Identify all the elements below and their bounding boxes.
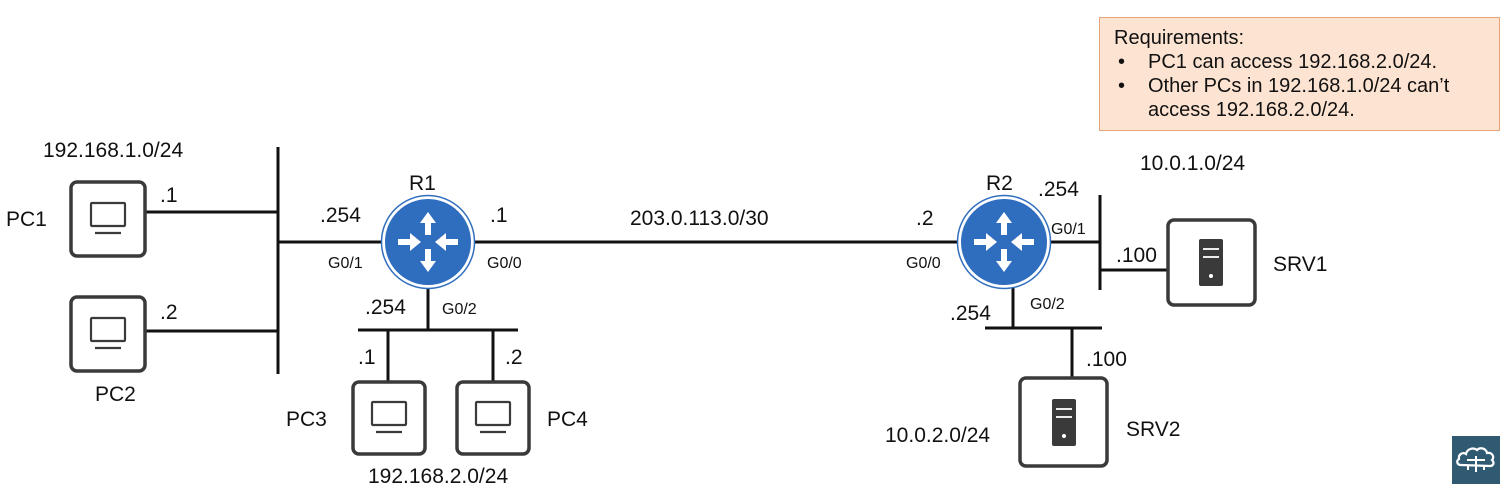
pc3-icon[interactable] <box>351 380 427 456</box>
r2-g0-2-name-label: G0/2 <box>1030 296 1065 313</box>
r1-g0-1-ip-label: .254 <box>320 204 361 227</box>
lan1-network-label: 192.168.1.0/24 <box>43 139 183 162</box>
r2-g0-1-ip-label: .254 <box>1038 178 1079 201</box>
r2-g0-2-ip-label: .254 <box>950 302 991 325</box>
srv1-icon[interactable] <box>1166 218 1257 307</box>
srv2-icon[interactable] <box>1018 376 1109 468</box>
r1-router-icon[interactable] <box>380 194 476 290</box>
srv2-label: SRV2 <box>1126 418 1180 441</box>
pc3-label: PC3 <box>286 408 327 431</box>
r1-g0-0-ip-label: .1 <box>490 204 508 227</box>
pc1-label: PC1 <box>6 208 47 231</box>
pc1-host-label: .1 <box>160 184 178 207</box>
r2-label: R2 <box>986 172 1013 195</box>
r1-g0-0-name-label: G0/0 <box>487 255 522 272</box>
requirements-note: Requirements: PC1 can access 192.168.2.0… <box>1099 17 1500 131</box>
r2-router-icon[interactable] <box>956 194 1052 290</box>
r1-label: R1 <box>409 172 436 195</box>
cloud-network-icon <box>1452 436 1500 484</box>
requirement-item: Other PCs in 192.168.1.0/24 can’t access… <box>1114 74 1489 122</box>
r2-g0-1-name-label: G0/1 <box>1051 221 1086 238</box>
srv-lan1-network-label: 10.0.1.0/24 <box>1140 152 1245 175</box>
r2-g0-0-ip-label: .2 <box>916 207 934 230</box>
requirements-title: Requirements: <box>1114 27 1245 49</box>
requirements-list: PC1 can access 192.168.2.0/24. Other PCs… <box>1114 50 1489 122</box>
srv1-host-label: .100 <box>1116 244 1157 267</box>
srv-lan2-network-label: 10.0.2.0/24 <box>885 424 990 447</box>
pc4-host-label: .2 <box>505 346 523 369</box>
pc4-icon[interactable] <box>455 380 531 456</box>
pc2-label: PC2 <box>95 383 136 406</box>
srv1-label: SRV1 <box>1273 253 1327 276</box>
r1-g0-2-name-label: G0/2 <box>442 301 477 318</box>
lan2-network-label: 192.168.2.0/24 <box>368 465 508 488</box>
r2-g0-0-name-label: G0/0 <box>906 255 941 272</box>
r1-g0-1-name-label: G0/1 <box>328 255 363 272</box>
pc3-host-label: .1 <box>358 346 376 369</box>
pc2-host-label: .2 <box>160 301 178 324</box>
requirement-item: PC1 can access 192.168.2.0/24. <box>1114 50 1489 74</box>
cloud-network-glyph <box>1456 447 1495 472</box>
pc2-icon[interactable] <box>69 295 147 373</box>
wan-network-label: 203.0.113.0/30 <box>630 207 769 230</box>
srv2-host-label: .100 <box>1086 348 1127 371</box>
r1-g0-2-ip-label: .254 <box>365 296 406 319</box>
pc4-label: PC4 <box>547 408 588 431</box>
pc1-icon[interactable] <box>69 180 147 258</box>
